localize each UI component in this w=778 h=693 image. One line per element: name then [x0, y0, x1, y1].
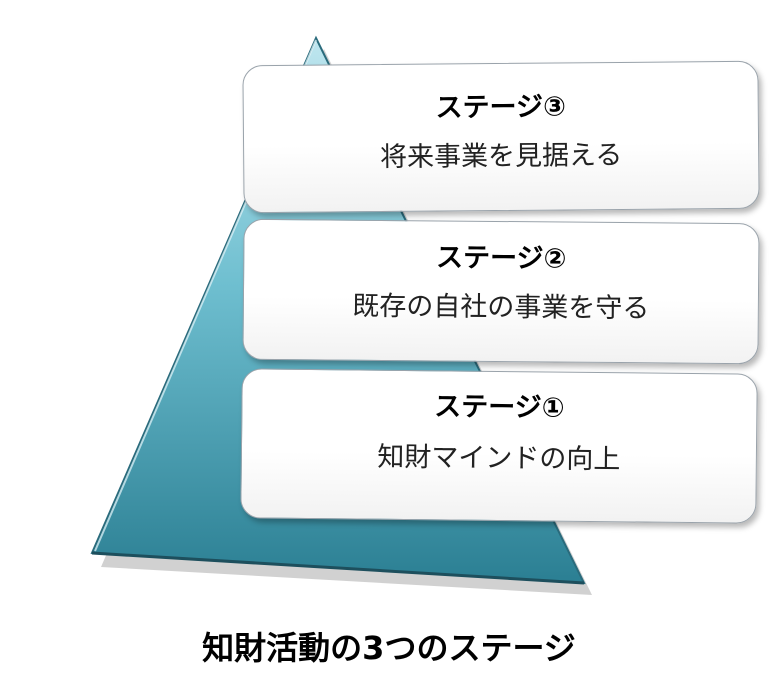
stage-1-box: ステージ① 知財マインドの向上: [240, 368, 758, 524]
stage-2-title: ステージ②: [435, 242, 567, 275]
stage-2-description: 既存の自社の事業を守る: [352, 290, 650, 325]
stage-2-box: ステージ② 既存の自社の事業を守る: [242, 218, 760, 365]
stage-1-title: ステージ①: [434, 391, 565, 424]
stage-3-title: ステージ③: [435, 91, 567, 124]
stage-3-box: ステージ③ 将来事業を見据える: [242, 60, 760, 214]
stage-1-description: 知財マインドの向上: [377, 441, 621, 476]
diagram-caption: 知財活動の3つのステージ: [202, 629, 576, 667]
stage-3-description: 将来事業を見据える: [379, 139, 623, 174]
